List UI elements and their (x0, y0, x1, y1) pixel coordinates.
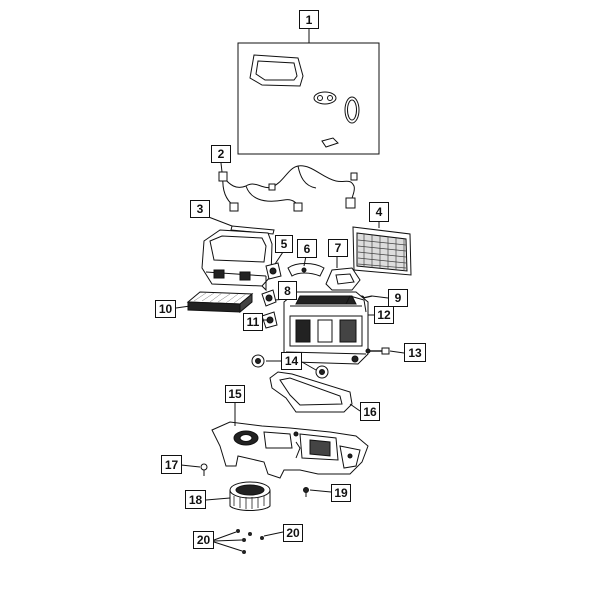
callout-2[interactable]: 2 (211, 145, 231, 163)
part-1-kit-panel (237, 42, 380, 155)
callout-6[interactable]: 6 (297, 239, 317, 258)
part-3-seal-strip (230, 225, 275, 235)
part-5-actuator (265, 262, 282, 280)
part-6-duct (287, 263, 325, 277)
callout-10[interactable]: 10 (155, 300, 176, 318)
part-11-actuator (261, 311, 278, 329)
callout-14[interactable]: 14 (281, 352, 302, 370)
callout-11[interactable]: 11 (243, 313, 263, 331)
part-4-evaporator-core (352, 226, 412, 276)
callout-7[interactable]: 7 (328, 239, 348, 257)
callout-20-left[interactable]: 20 (193, 531, 214, 549)
callout-1[interactable]: 1 (299, 10, 319, 29)
callout-17[interactable]: 17 (161, 455, 182, 474)
part-17-screw (200, 463, 208, 476)
part-14-grommets (251, 354, 329, 379)
part-7-duct (325, 267, 361, 291)
part-2-wiring-harness (218, 165, 358, 212)
callout-8[interactable]: 8 (278, 281, 297, 300)
part-20-fasteners (236, 529, 264, 554)
callout-16[interactable]: 16 (360, 402, 380, 421)
part-upper-housing (201, 229, 273, 292)
callout-4[interactable]: 4 (369, 202, 389, 222)
part-10-cabin-air-filter (186, 291, 254, 314)
part-16-gasket (269, 371, 353, 413)
callout-13[interactable]: 13 (404, 343, 426, 362)
callout-20-right[interactable]: 20 (283, 524, 303, 542)
part-13-sensor (365, 347, 390, 355)
part-12-hvac-housing (283, 291, 369, 365)
part-18-blower-motor (229, 481, 271, 511)
part-15-lower-housing (211, 421, 369, 479)
part-19-clip (303, 487, 309, 497)
callout-15[interactable]: 15 (225, 385, 245, 403)
callout-18[interactable]: 18 (185, 490, 206, 509)
leader-lines (175, 29, 405, 552)
callout-9[interactable]: 9 (388, 289, 408, 307)
callout-19[interactable]: 19 (331, 484, 351, 502)
part-8-actuator (261, 289, 277, 307)
callout-5[interactable]: 5 (275, 235, 293, 253)
callout-3[interactable]: 3 (190, 200, 210, 218)
callout-12[interactable]: 12 (374, 306, 394, 324)
